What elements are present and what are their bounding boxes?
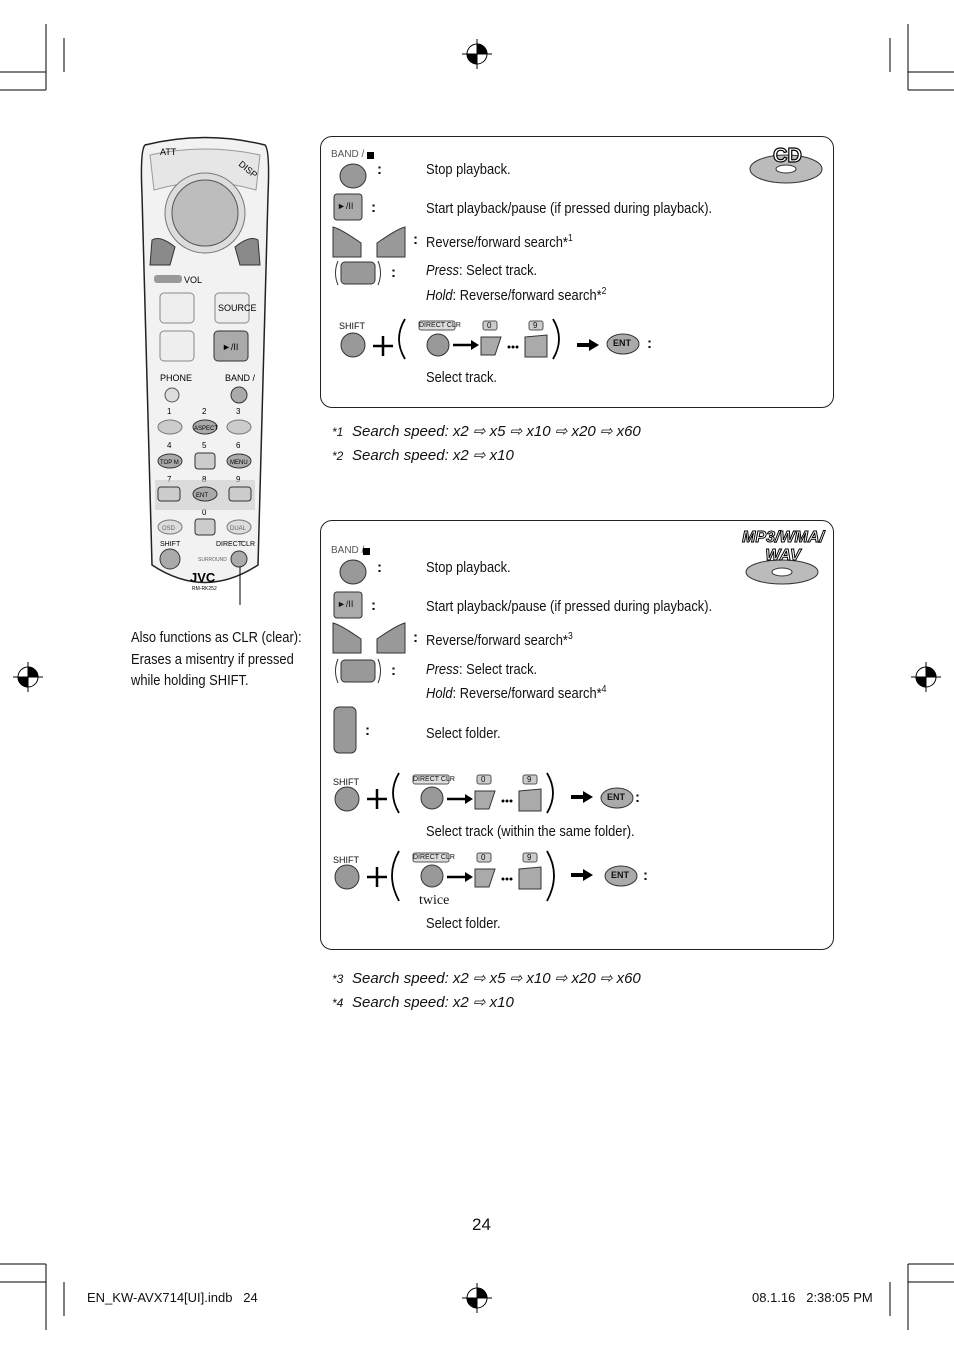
play-text: Start playback/pause (if pressed during …	[426, 200, 713, 217]
play-pause-label: ►/II	[222, 342, 238, 352]
svg-text:1: 1	[167, 407, 172, 416]
registration-mark-icon	[462, 1283, 492, 1313]
mp3-badge: MP3/WMA/WAV	[742, 529, 825, 565]
select-folder2-text: Select folder.	[426, 915, 501, 932]
shift-label: SHIFT	[339, 321, 365, 331]
play-text: Start playback/pause (if pressed during …	[426, 598, 713, 615]
direct-label: DIRECT CLR	[413, 854, 455, 861]
up-down-rocker-icon	[335, 260, 381, 286]
direct-folder-sequence-icon	[334, 850, 638, 902]
cd-badge: CD	[772, 144, 802, 167]
cd-section: CD BAND / : Stop playback. ►/II : Start …	[320, 136, 834, 408]
play-pause-button-icon	[333, 591, 363, 619]
folder-rocker-icon	[333, 706, 357, 754]
band-button-icon	[339, 559, 367, 585]
search-text: Reverse/forward search*1	[426, 233, 573, 251]
ent-label: ENT	[611, 870, 629, 880]
band-label: BAND /	[225, 373, 256, 383]
svg-text:4: 4	[167, 441, 172, 450]
cd-disc-icon	[749, 154, 823, 184]
press-text: Press: Select track.	[426, 262, 538, 279]
model-label: RM-RK252	[192, 586, 217, 592]
shift-label: SHIFT	[160, 541, 181, 548]
stop-text: Stop playback.	[426, 559, 511, 576]
select-track-text: Select track.	[426, 369, 497, 386]
note-text: Also functions as CLR (clear):Erases a m…	[131, 629, 302, 689]
direct-label: DIRECT CLR	[419, 322, 461, 329]
clr-label: CLR	[241, 541, 255, 548]
ent-label: ENT	[196, 493, 208, 499]
ent-label: ENT	[613, 338, 631, 348]
menu-label: MENU	[230, 460, 248, 466]
band-button-icon	[339, 163, 367, 189]
svg-text:2: 2	[202, 407, 207, 416]
page-number: 24	[472, 1215, 491, 1234]
select-track-folder-text: Select track (within the same folder).	[426, 823, 635, 840]
direct-label: DIRECT	[216, 541, 243, 548]
svg-text:3: 3	[236, 407, 241, 416]
svg-text:0: 0	[202, 508, 207, 517]
top-menu-label: TOP M	[160, 460, 179, 466]
direct-track-sequence-icon	[340, 318, 640, 360]
select-folder-text: Select folder.	[426, 725, 501, 742]
hold-text: Hold: Reverse/forward search*2	[426, 286, 607, 304]
svg-text:9: 9	[236, 475, 241, 484]
svg-text:8: 8	[202, 475, 207, 484]
search-text: Reverse/forward search*3	[426, 631, 573, 649]
source-label: SOURCE	[218, 303, 257, 313]
registration-mark-icon	[13, 662, 43, 692]
osd-label: OSD	[162, 526, 176, 532]
shift-label: SHIFT	[333, 777, 359, 787]
play-pause-button-icon	[333, 193, 363, 221]
dual-label: DUAL	[230, 526, 247, 532]
shift-label: SHIFT	[333, 855, 359, 865]
footer-datetime: 08.1.16 2:38:05 PM	[752, 1290, 873, 1305]
twice-label: twice	[419, 893, 450, 908]
band-label: BAND /	[331, 149, 365, 160]
vol-label: VOL	[184, 275, 202, 285]
registration-mark-icon	[462, 39, 492, 69]
footer-file: EN_KW-AVX714[UI].indb 24	[87, 1290, 258, 1305]
svg-text:6: 6	[236, 441, 241, 450]
svg-text:5: 5	[202, 441, 207, 450]
att-label: ATT	[160, 147, 177, 157]
registration-mark-icon	[911, 662, 941, 692]
direct-track-sequence-icon	[334, 772, 634, 814]
up-down-rocker-icon	[335, 658, 381, 684]
phone-label: PHONE	[160, 373, 192, 383]
direct-label: DIRECT CLR	[413, 776, 455, 783]
ent-label: ENT	[607, 792, 625, 802]
surround-label: SURROUND	[198, 557, 227, 563]
brand-logo: JVC	[190, 570, 216, 585]
hold-text: Hold: Reverse/forward search*4	[426, 684, 607, 702]
stop-square-icon	[367, 152, 374, 159]
svg-text:7: 7	[167, 475, 172, 484]
stop-text: Stop playback.	[426, 161, 511, 178]
rew-ffw-buttons-icon	[332, 226, 406, 258]
stop-square-icon	[363, 548, 370, 555]
aspect-label: ASPECT	[194, 426, 218, 432]
press-text: Press: Select track.	[426, 661, 538, 678]
rew-ffw-buttons-icon	[332, 622, 406, 654]
band-label: BAND /	[331, 545, 365, 556]
mp3-section: MP3/WMA/WAV BAND / : Stop playback. ►/II…	[320, 520, 834, 950]
mp3-disc-icon	[745, 559, 819, 585]
